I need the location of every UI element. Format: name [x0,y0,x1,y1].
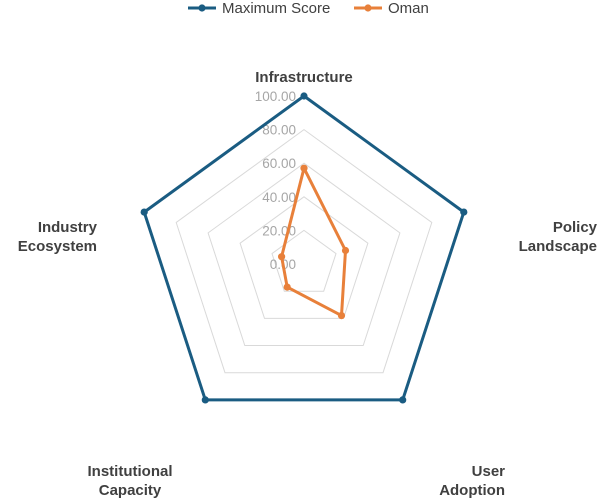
legend-label: Maximum Score [222,0,330,17]
legend-label: Oman [388,0,429,17]
data-point [399,396,407,404]
series-layer [140,92,468,404]
data-point [337,312,346,320]
legend-item: Maximum Score [188,0,330,17]
data-point [460,208,468,216]
tick-label: 80.00 [262,123,296,138]
data-point [341,246,350,255]
axis-label-line: User [472,463,506,480]
axis-label-line: Institutional [88,463,173,480]
series-0 [140,92,468,404]
series-1 [278,164,350,320]
data-point [283,283,291,291]
tick-label: 40.00 [262,190,296,205]
axis-label: Infrastructure [255,69,353,86]
axis-label-line: Industry [38,219,98,236]
data-point [300,92,308,100]
axis-label-line: Capacity [99,482,162,499]
series-line [280,166,347,318]
data-point [300,164,308,172]
axis-label-line: Adoption [439,482,505,499]
tick-label: 100.00 [255,89,296,104]
legend-swatch-marker [364,4,372,12]
grid-ring [239,196,369,319]
axis-label-line: Policy [553,219,598,236]
grid-ring [271,229,337,292]
series-line [142,94,466,402]
legend-swatch-marker [198,4,206,12]
axis-label-line: Ecosystem [18,238,97,255]
tick-label: 60.00 [262,156,296,171]
grid-ring [143,95,465,401]
radar-grid [143,95,465,401]
axis-label-line: Infrastructure [255,69,353,86]
legend: Maximum Score Oman [188,0,429,17]
grid-ring [207,162,401,346]
data-point [201,396,209,404]
legend-item: Oman [354,0,429,17]
data-point [140,208,148,216]
axis-label-line: Landscape [519,238,597,255]
grid-ring [175,128,433,374]
data-point [278,253,286,261]
